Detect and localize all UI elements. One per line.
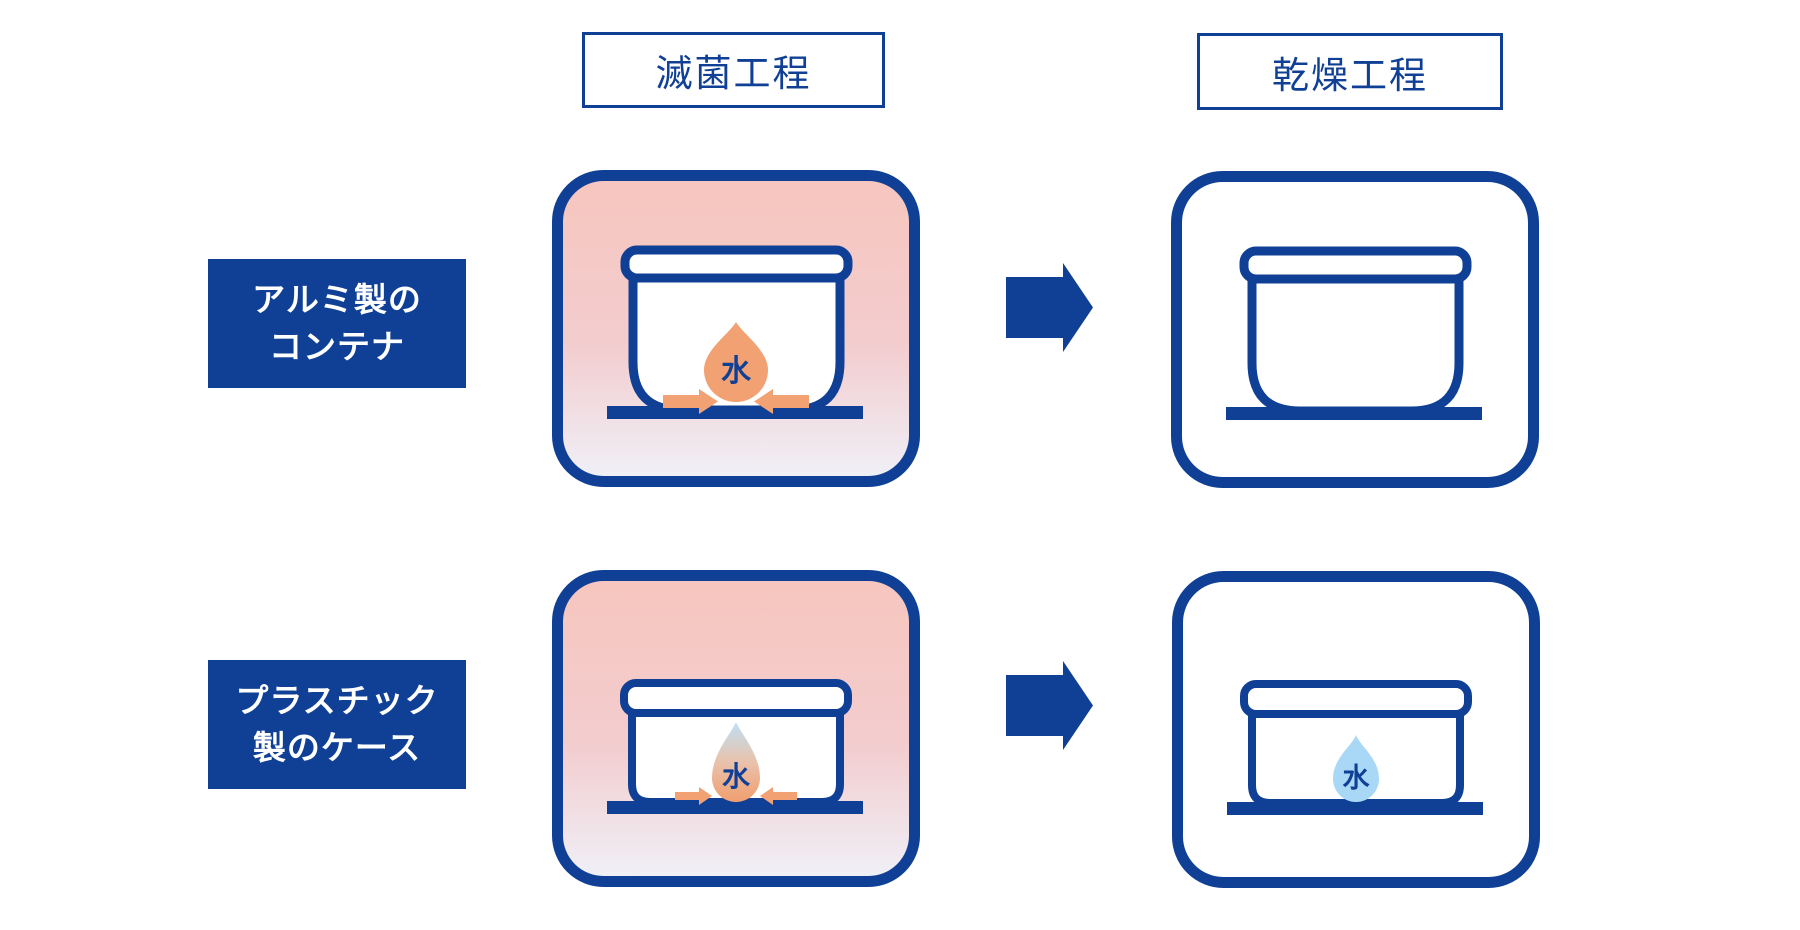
- flow-arrow-icon: [1006, 263, 1093, 352]
- cooling-water-drop-icon: [712, 722, 760, 802]
- row-label-aluminum-container: アルミ製の コンテナ: [208, 259, 466, 388]
- row-label-aluminum-line2: コンテナ: [269, 326, 405, 366]
- panel-plastic-drying: 水: [1172, 571, 1540, 888]
- squeeze-arrows-icon: [663, 389, 809, 414]
- shelf-bar: [1227, 802, 1483, 815]
- water-drop-label: 水: [721, 354, 752, 389]
- row-label-aluminum-line1: アルミ製の: [252, 279, 422, 319]
- water-drop-label: 水: [722, 760, 751, 793]
- row-label-plastic-line1: プラスチック: [235, 680, 439, 720]
- panel-aluminum-sterilization: 水: [552, 170, 920, 487]
- panel-plastic-sterilization: 水: [552, 570, 920, 887]
- column-header-sterilization: 滅菌工程: [582, 32, 885, 108]
- shelf-bar: [607, 406, 863, 419]
- shelf-bar: [1226, 407, 1482, 420]
- flow-arrow-icon: [1006, 661, 1093, 750]
- column-header-drying-label: 乾燥工程: [1272, 53, 1428, 97]
- row-label-plastic-case: プラスチック 製のケース: [208, 660, 466, 789]
- shelf-bar: [607, 801, 863, 814]
- panel-aluminum-drying: [1171, 171, 1539, 488]
- hot-water-drop-icon: [704, 322, 768, 402]
- squeeze-arrows-icon: [675, 787, 797, 805]
- remaining-water-drop-icon: [1333, 735, 1379, 802]
- aluminum-container-icon: [1239, 246, 1472, 416]
- column-header-drying: 乾燥工程: [1197, 33, 1503, 110]
- column-header-sterilization-label: 滅菌工程: [655, 52, 812, 95]
- row-label-plastic-line2: 製のケース: [252, 727, 422, 767]
- water-drop-label: 水: [1343, 763, 1371, 794]
